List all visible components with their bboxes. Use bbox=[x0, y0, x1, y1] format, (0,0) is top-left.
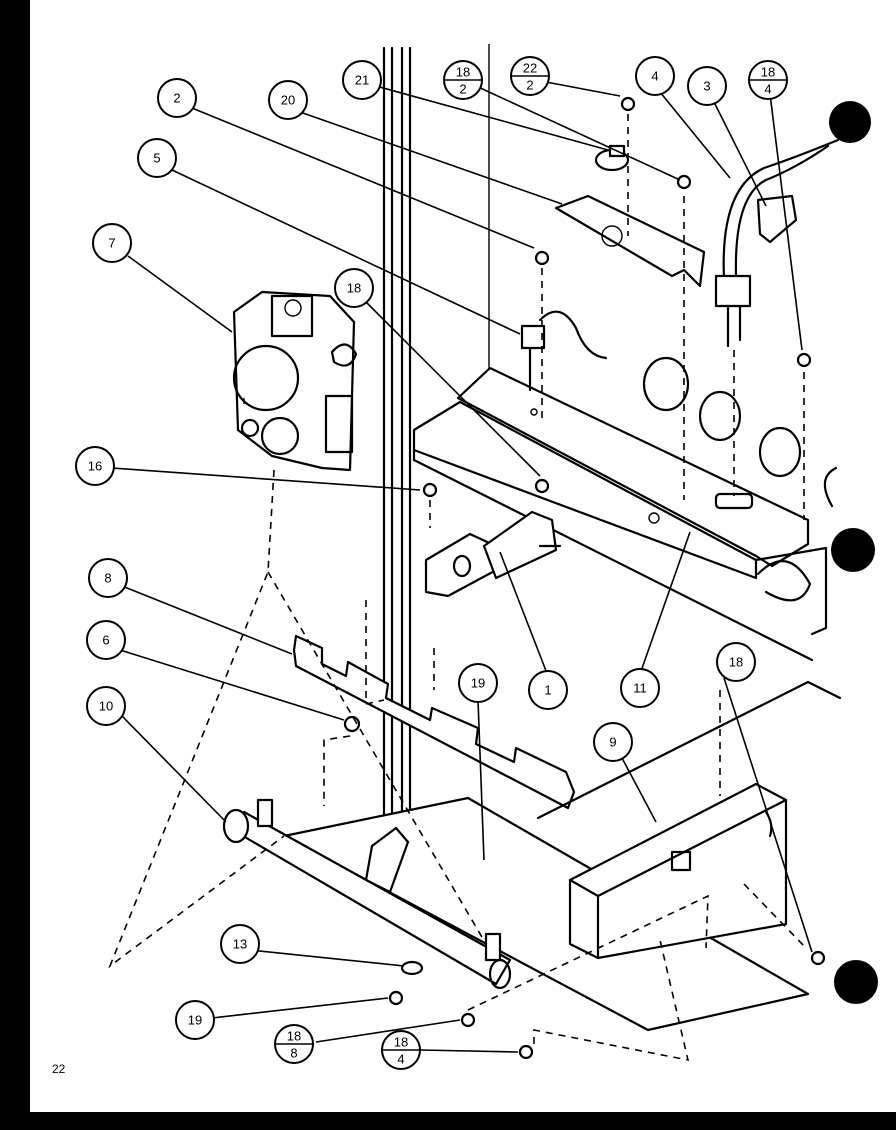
callout-4: 4 bbox=[635, 56, 675, 96]
callout-quantity: 8 bbox=[290, 1046, 297, 1061]
callout-circle bbox=[593, 722, 633, 762]
wire-harness-part bbox=[714, 138, 840, 348]
callout-circle bbox=[620, 668, 660, 708]
callout-number: 1 bbox=[544, 683, 551, 698]
callout-number: 3 bbox=[703, 79, 710, 94]
callout-circle bbox=[687, 66, 727, 106]
gas-valve-part bbox=[232, 290, 358, 472]
callout-18-8: 188 bbox=[274, 1024, 314, 1064]
burner-tube-part bbox=[222, 798, 512, 990]
callout-number: 18 bbox=[347, 281, 361, 296]
callout-18-4-bottom: 184 bbox=[381, 1030, 421, 1070]
callout-circle bbox=[75, 446, 115, 486]
callout-circle bbox=[175, 1000, 215, 1040]
callout-19b: 19 bbox=[175, 1000, 215, 1040]
binder-hole-top bbox=[829, 101, 871, 143]
callout-circle bbox=[220, 924, 260, 964]
callout-circle bbox=[342, 60, 382, 100]
callout-5: 5 bbox=[137, 138, 177, 178]
callout-10: 10 bbox=[86, 686, 126, 726]
callout-number: 21 bbox=[355, 73, 369, 88]
callout-number: 19 bbox=[471, 676, 485, 691]
callout-circle bbox=[88, 558, 128, 598]
callout-quantity: 4 bbox=[397, 1052, 404, 1067]
callout-circle bbox=[458, 663, 498, 703]
pilot-assembly-part bbox=[520, 310, 608, 392]
callout-number: 11 bbox=[633, 681, 647, 696]
callout-21: 21 bbox=[342, 60, 382, 100]
callout-19a: 19 bbox=[458, 663, 498, 703]
access-cover-part bbox=[568, 782, 788, 960]
callout-9: 9 bbox=[593, 722, 633, 762]
callout-22-2: 222 bbox=[510, 56, 550, 96]
callout-number: 4 bbox=[651, 69, 658, 84]
tube-clamp-part bbox=[400, 960, 424, 976]
callout-number: 6 bbox=[102, 633, 109, 648]
assembly-guide-lines bbox=[108, 114, 807, 1062]
callout-number: 16 bbox=[88, 459, 102, 474]
callout-number: 20 bbox=[281, 93, 295, 108]
callout-3: 3 bbox=[687, 66, 727, 106]
callout-number: 18 bbox=[729, 655, 743, 670]
mounting-bracket-part bbox=[554, 194, 706, 288]
callout-18-2: 182 bbox=[443, 60, 483, 100]
callout-number: 13 bbox=[233, 937, 247, 952]
burner-tray-part bbox=[412, 356, 838, 662]
fasteners bbox=[343, 96, 826, 1060]
callout-quantity: 2 bbox=[526, 78, 533, 93]
callout-circle bbox=[137, 138, 177, 178]
callout-number: 7 bbox=[108, 236, 115, 251]
callout-leaders bbox=[111, 81, 813, 1053]
callout-part-number: 18 bbox=[456, 65, 470, 80]
callout-part-number: 18 bbox=[761, 65, 775, 80]
callout-1: 1 bbox=[528, 670, 568, 710]
page-number: 22 bbox=[52, 1062, 66, 1076]
callout-part-number: 18 bbox=[394, 1035, 408, 1050]
callout-11: 11 bbox=[620, 668, 660, 708]
callout-number: 5 bbox=[153, 151, 160, 166]
callout-quantity: 2 bbox=[459, 82, 466, 97]
callout-circle bbox=[268, 80, 308, 120]
callout-2: 2 bbox=[157, 78, 197, 118]
callout-circle bbox=[334, 268, 374, 308]
callout-circle bbox=[635, 56, 675, 96]
callout-18-4-top: 184 bbox=[748, 60, 788, 100]
callout-circle bbox=[86, 620, 126, 660]
callout-number: 19 bbox=[188, 1013, 202, 1028]
callout-circle bbox=[86, 686, 126, 726]
callout-quantity: 4 bbox=[764, 82, 771, 97]
callout-18b: 18 bbox=[716, 642, 756, 682]
callout-number: 9 bbox=[609, 735, 616, 750]
callout-circle bbox=[716, 642, 756, 682]
binder-hole-bottom bbox=[834, 960, 878, 1004]
callout-8: 8 bbox=[88, 558, 128, 598]
callout-circle bbox=[528, 670, 568, 710]
callout-circle bbox=[157, 78, 197, 118]
callout-13: 13 bbox=[220, 924, 260, 964]
callout-part-number: 18 bbox=[287, 1029, 301, 1044]
callout-18a: 18 bbox=[334, 268, 374, 308]
callout-number: 10 bbox=[99, 699, 113, 714]
callout-16: 16 bbox=[75, 446, 115, 486]
floor-plate-part bbox=[282, 796, 810, 1032]
callout-number: 8 bbox=[104, 571, 111, 586]
binder-hole-middle bbox=[831, 528, 875, 572]
sensor-switch-part bbox=[594, 144, 630, 172]
callout-6: 6 bbox=[86, 620, 126, 660]
callout-20: 20 bbox=[268, 80, 308, 120]
callout-number: 2 bbox=[173, 91, 180, 106]
callout-circle bbox=[92, 223, 132, 263]
burner-part bbox=[424, 510, 562, 598]
callout-part-number: 22 bbox=[523, 61, 537, 76]
callout-7: 7 bbox=[92, 223, 132, 263]
